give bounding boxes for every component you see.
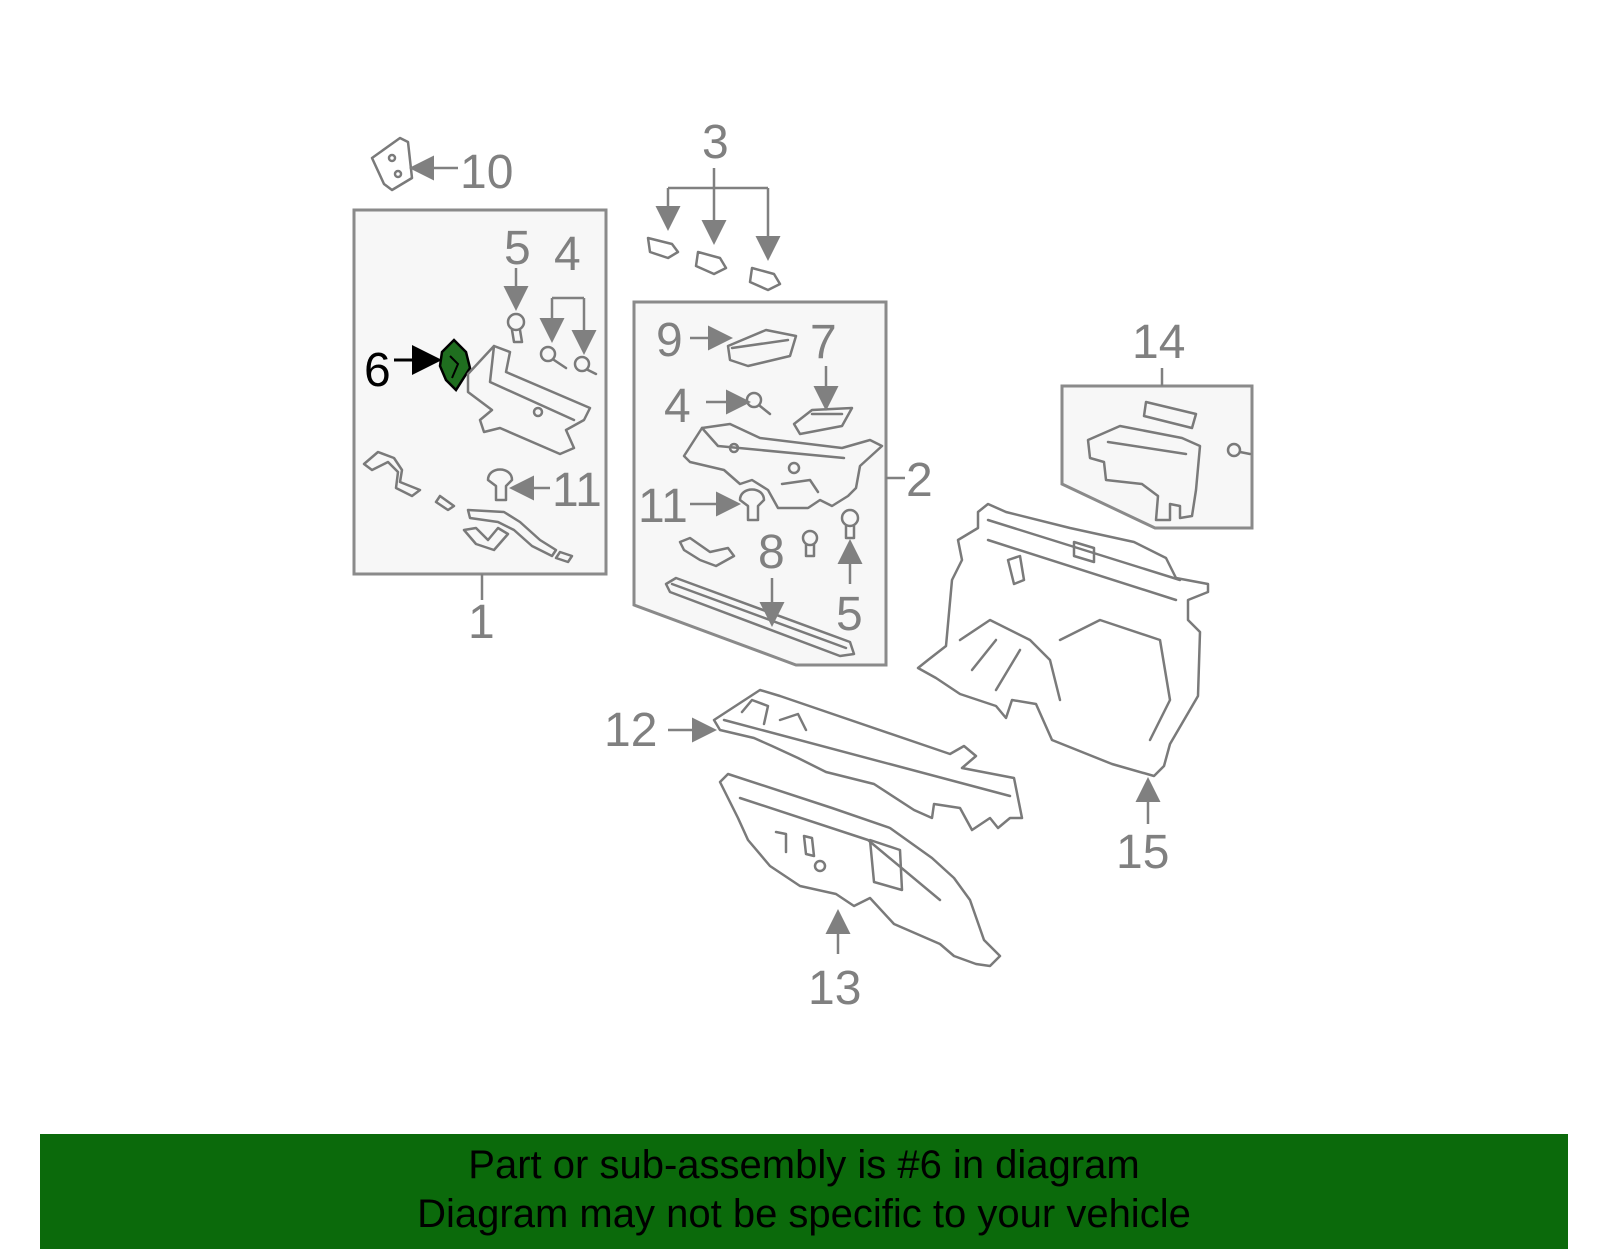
callout-4-box1: 4 xyxy=(554,228,581,281)
callout-4-box2: 4 xyxy=(664,380,691,433)
part-13-lower-dash xyxy=(718,772,1002,968)
callout-14: 14 xyxy=(1132,316,1185,369)
callout-5-box2: 5 xyxy=(836,588,863,641)
part-8-seal xyxy=(664,576,856,658)
part-7-pad xyxy=(792,406,854,436)
part-4-bolts-box1 xyxy=(539,345,598,376)
exploded-parts-diagram: 10 3 5 4 6 11 1 9 7 4 2 11 8 5 14 12 15 … xyxy=(352,116,1254,1015)
callout-15: 15 xyxy=(1116,826,1169,879)
callout-2: 2 xyxy=(906,454,933,507)
callout-13: 13 xyxy=(808,962,861,1015)
part-12-crossmember xyxy=(712,688,1024,832)
part-5-screw-box1 xyxy=(506,312,526,344)
callout-1: 1 xyxy=(468,596,495,649)
callout-7: 7 xyxy=(810,316,837,369)
part-11-clip-box1 xyxy=(486,468,514,502)
info-banner: Part or sub-assembly is #6 in diagram Di… xyxy=(40,1134,1568,1249)
banner-line-1: Part or sub-assembly is #6 in diagram xyxy=(468,1143,1140,1187)
part-14-bracket xyxy=(1086,400,1252,522)
assembly-box-14 xyxy=(1060,384,1254,530)
banner-line-2: Diagram may not be specific to your vehi… xyxy=(417,1192,1191,1236)
callout-9: 9 xyxy=(656,314,683,367)
cowl-upper-box2 xyxy=(682,422,884,510)
callout-8: 8 xyxy=(758,526,785,579)
callout-11-box2: 11 xyxy=(638,480,688,533)
part-9-insulator xyxy=(726,328,798,368)
part-3-clips xyxy=(646,236,782,292)
part-11-clip-box2 xyxy=(738,488,766,522)
assembly-box-1 xyxy=(352,208,608,576)
callout-12: 12 xyxy=(604,704,657,757)
part-15-dash-panel xyxy=(916,502,1210,778)
callout-5-box1: 5 xyxy=(504,222,531,275)
callout-6: 6 xyxy=(364,344,391,397)
hose-box2 xyxy=(678,536,736,568)
part-10-bracket xyxy=(370,136,414,192)
callout-3: 3 xyxy=(702,116,729,169)
part-5-screws-box2 xyxy=(801,508,860,558)
cowl-top-panel-box1 xyxy=(466,344,592,456)
callout-10: 10 xyxy=(460,146,513,199)
weatherstrip-box1 xyxy=(362,450,574,564)
callout-11-box1: 11 xyxy=(552,464,602,517)
